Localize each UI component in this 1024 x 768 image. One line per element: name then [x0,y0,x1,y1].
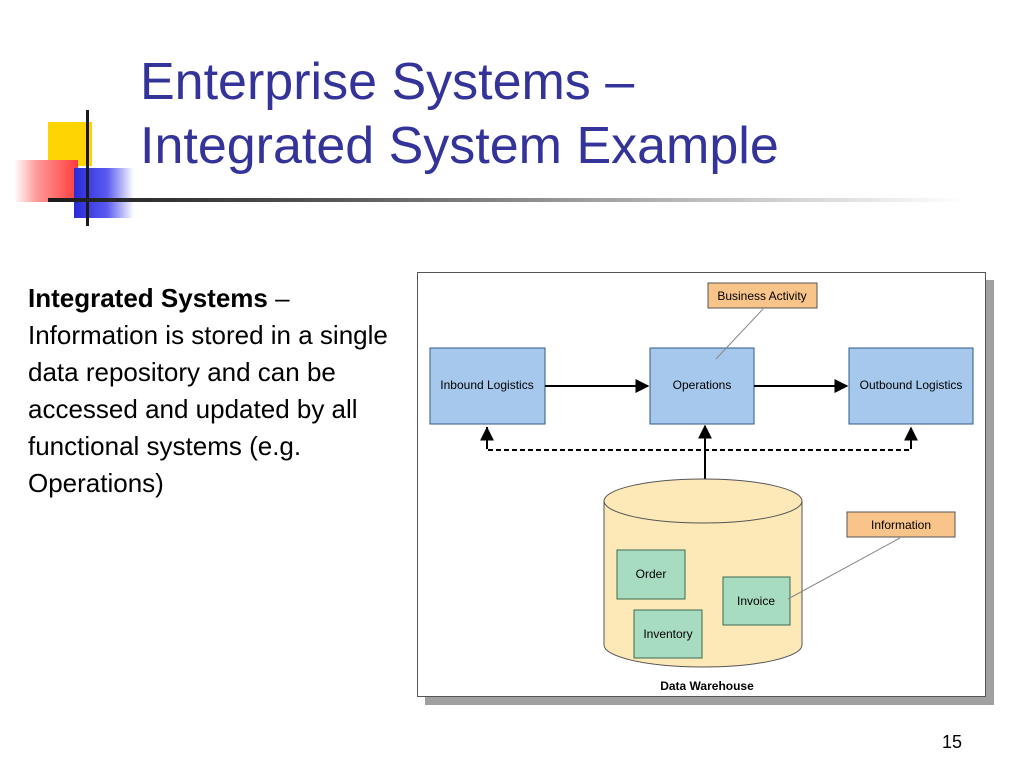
operations-label: Operations [673,378,732,392]
data-warehouse-label: Data Warehouse [660,679,754,693]
body-text: Integrated Systems – Information is stor… [28,280,398,502]
body-text-definition: – Information is stored in a single data… [28,283,388,498]
decor-yellow-square [48,122,92,166]
slide-title: Enterprise Systems – Integrated System E… [140,50,1000,178]
inbound-logistics-label: Inbound Logistics [440,378,533,392]
information-label-box: Information [787,511,956,600]
business-activity-label-box: Business Activity [707,282,818,360]
order-label: Order [636,567,667,581]
invoice-label: Invoice [737,594,775,608]
decor-vertical-line [86,110,89,226]
information-label: Information [871,518,931,532]
diagram-canvas: Inbound Logistics Operations Outbound Lo… [429,282,974,693]
body-text-term: Integrated Systems [28,283,268,313]
invoice-box: Invoice [722,576,791,626]
dashed-connector [480,426,918,451]
inventory-box: Inventory [633,609,703,659]
page-number: 15 [941,732,962,752]
slide-title-line2: Integrated System Example [140,117,779,175]
outbound-logistics-box: Outbound Logistics [848,347,974,425]
outbound-logistics-label: Outbound Logistics [860,378,963,392]
slide-title-line1: Enterprise Systems – [140,53,635,111]
decor-red-square [14,160,78,202]
title-underline [48,198,968,202]
inbound-logistics-box: Inbound Logistics [429,347,546,425]
integrated-system-diagram: Inbound Logistics Operations Outbound Lo… [417,272,986,697]
decor-blue-square [74,168,134,218]
inventory-label: Inventory [643,627,692,641]
business-activity-label: Business Activity [717,289,806,303]
order-box: Order [616,549,686,600]
operations-box: Operations [649,347,755,425]
